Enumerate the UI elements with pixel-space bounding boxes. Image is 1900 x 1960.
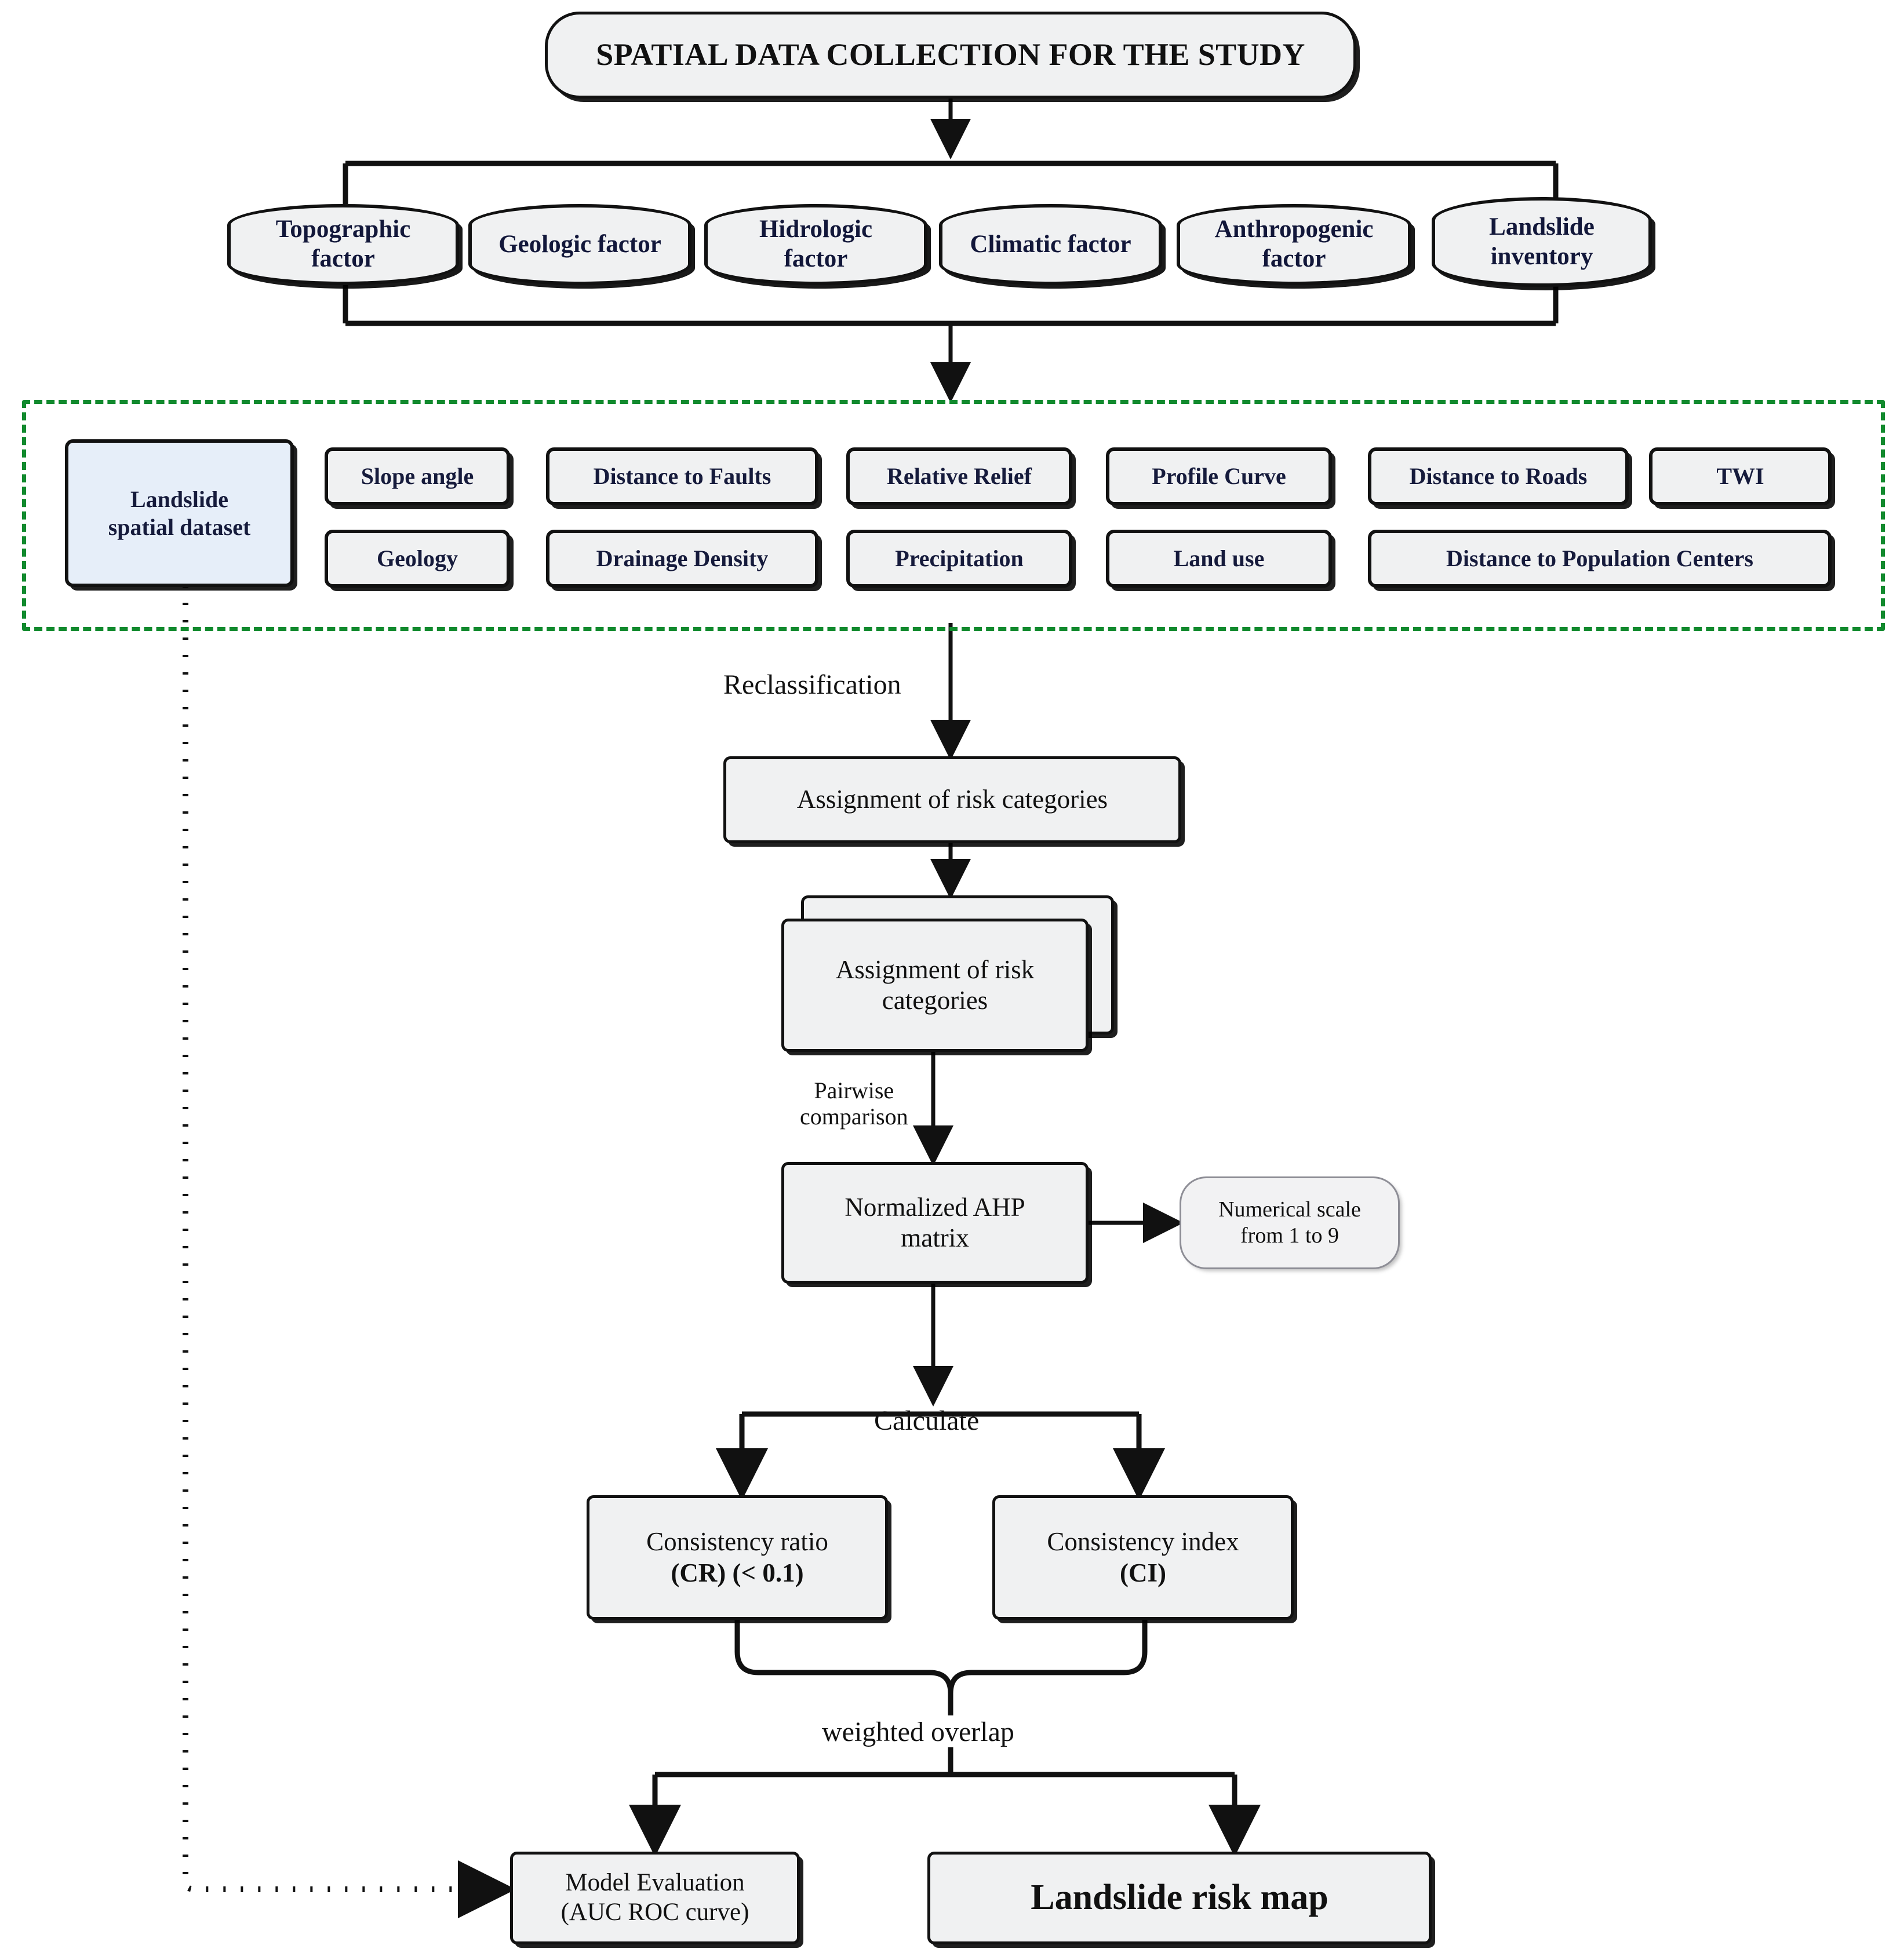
edge-label-pairwise-comparison: Pairwise comparison: [800, 1077, 908, 1130]
chip-landslide-spatial-dataset[interactable]: Landslide spatial dataset: [65, 439, 294, 587]
consistency-ratio-line1: Consistency ratio: [646, 1527, 828, 1557]
consistency-index-line1: Consistency index: [1047, 1527, 1239, 1557]
factor-anthropogenic[interactable]: Anthropogenic factor: [1177, 204, 1411, 285]
step-assignment-of-risk-categories[interactable]: Assignment of risk categories: [723, 756, 1181, 843]
edge-label-calculate: Calculate: [874, 1405, 980, 1436]
step-assignment-of-risk-categories-stack[interactable]: Assignment of risk categories: [781, 919, 1089, 1052]
model-evaluation-line2: (AUC ROC curve): [560, 1899, 749, 1926]
factor-hidrologic[interactable]: Hidrologic factor: [704, 204, 927, 285]
chip-drainage-density[interactable]: Drainage Density: [546, 530, 818, 588]
step-normalized-ahp-matrix[interactable]: Normalized AHP matrix: [781, 1162, 1089, 1284]
note-numerical-scale: Numerical scale from 1 to 9: [1180, 1176, 1400, 1269]
diagram-title: SPATIAL DATA COLLECTION FOR THE STUDY: [545, 12, 1356, 99]
chip-relative-relief[interactable]: Relative Relief: [846, 447, 1072, 505]
consistency-index-line2: (CI): [1120, 1558, 1166, 1587]
edge-label-weighted-overlap: weighted overlap: [822, 1717, 1014, 1747]
chip-slope-angle[interactable]: Slope angle: [325, 447, 510, 505]
chip-precipitation[interactable]: Precipitation: [846, 530, 1072, 588]
factor-geologic[interactable]: Geologic factor: [468, 204, 691, 285]
factor-landslide-inventory[interactable]: Landslide inventory: [1432, 197, 1652, 287]
edge-label-reclassification: Reclassification: [723, 669, 901, 700]
chip-geology[interactable]: Geology: [325, 530, 510, 588]
factor-climatic[interactable]: Climatic factor: [939, 204, 1162, 285]
chip-land-use[interactable]: Land use: [1106, 530, 1332, 588]
step-model-evaluation[interactable]: Model Evaluation (AUC ROC curve): [510, 1852, 800, 1944]
step-landslide-risk-map[interactable]: Landslide risk map: [927, 1852, 1432, 1944]
step-consistency-index[interactable]: Consistency index (CI): [992, 1495, 1294, 1620]
chip-distance-to-population-centers[interactable]: Distance to Population Centers: [1368, 530, 1832, 588]
chip-distance-to-roads[interactable]: Distance to Roads: [1368, 447, 1629, 505]
chip-twi[interactable]: TWI: [1649, 447, 1832, 505]
step-consistency-ratio[interactable]: Consistency ratio (CR) (< 0.1): [587, 1495, 888, 1620]
model-evaluation-line1: Model Evaluation: [565, 1869, 745, 1897]
chip-distance-to-faults[interactable]: Distance to Faults: [546, 447, 818, 505]
chip-profile-curve[interactable]: Profile Curve: [1106, 447, 1332, 505]
consistency-ratio-line2: (CR) (< 0.1): [671, 1558, 804, 1587]
landslide-dataset-group: [22, 400, 1885, 631]
factor-topographic[interactable]: Topographic factor: [227, 204, 459, 285]
